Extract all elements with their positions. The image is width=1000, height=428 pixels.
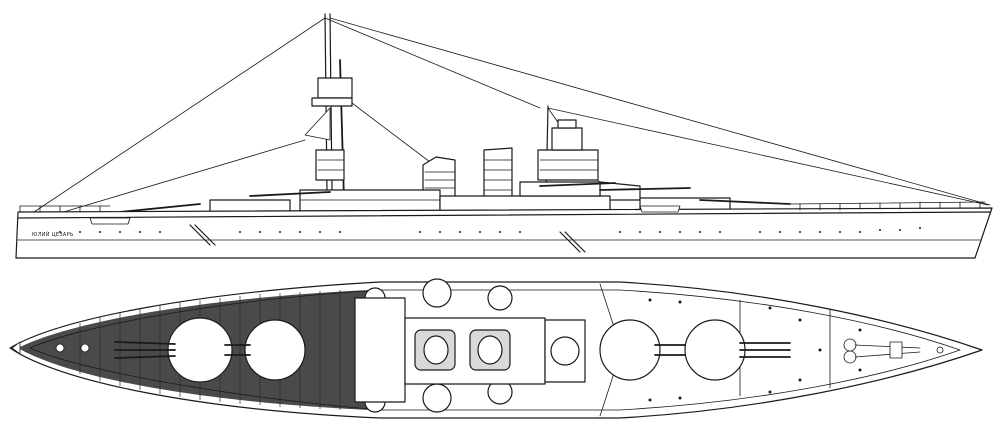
- wing-turrets: [364, 278, 513, 413]
- bow-details: [843, 338, 944, 364]
- hull-name-lettering: ЮЛИЙ ЦЕЗАРЬ: [32, 231, 74, 238]
- portholes: [59, 227, 921, 233]
- deck-plan-view: [9, 278, 983, 419]
- side-profile-view: ЮЛИЙ ЦЕЗАРЬ: [15, 13, 993, 259]
- foremast: [304, 13, 353, 201]
- main-turrets: [114, 317, 791, 383]
- rigging-lines: [21, 17, 991, 223]
- profile-gun-barrels: [119, 182, 791, 213]
- turret-aft-1: [114, 317, 233, 383]
- turret-fwd-1: [599, 319, 691, 381]
- turret-aft-2: [224, 319, 306, 381]
- stern-details: [11, 341, 90, 355]
- hull-profile: [15, 201, 993, 259]
- deck-fittings: [648, 298, 862, 402]
- turret-fwd-2: [684, 319, 791, 381]
- central-superstructure: [354, 297, 586, 403]
